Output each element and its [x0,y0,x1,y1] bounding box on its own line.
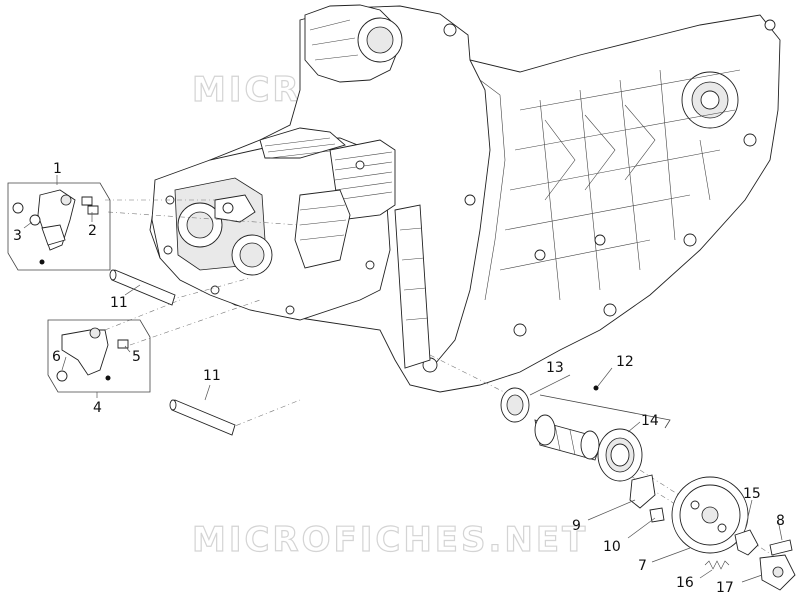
watermark-bottom: MICROFICHES.NET [192,520,588,560]
nut-2 [56,370,68,382]
cylinder-head [151,127,396,321]
callout-14: 14 [641,413,659,429]
callout-7: 7 [638,558,647,574]
callout-5: 5 [132,349,141,365]
kit-dot-2 [105,375,111,381]
callout-17: 17 [716,580,734,596]
callout-10: 10 [603,539,621,555]
nut [12,202,24,214]
callout-15: 15 [743,486,761,502]
cam-bolt [649,507,665,523]
callout-8: 8 [776,513,785,529]
kit-dot-1 [39,259,45,265]
kit-dot-3 [593,385,599,391]
callout-labels: 1 2 3 4 5 6 7 8 9 10 11 11 12 13 14 15 1… [13,161,785,596]
callout-11-lower: 11 [203,368,221,384]
rocker-arm-2 [61,329,109,376]
callout-16: 16 [676,575,694,591]
callout-9: 9 [572,518,581,534]
washer [29,214,41,226]
callout-2: 2 [88,223,97,239]
callout-3: 3 [13,228,22,244]
callout-6: 6 [52,349,61,365]
camshaft-group [500,385,796,591]
adjuster-screw [81,196,93,206]
rocker-arm-kit-2 [47,319,151,393]
adjuster-screw-2 [87,205,99,215]
rocker-shaft-lower [171,399,236,436]
leader-lines [23,175,783,583]
callout-1: 1 [53,161,62,177]
callout-4: 4 [93,400,102,416]
cam-plate [629,474,656,509]
adjuster-screw-3 [117,339,129,349]
spring [704,560,730,570]
rocker-arm-kit-1 [7,182,111,271]
callout-13: 13 [546,360,564,376]
callout-11-upper: 11 [110,295,128,311]
decompressor-lever [734,529,759,556]
sprocket-bolt [769,539,793,556]
callout-12: 12 [616,354,634,370]
